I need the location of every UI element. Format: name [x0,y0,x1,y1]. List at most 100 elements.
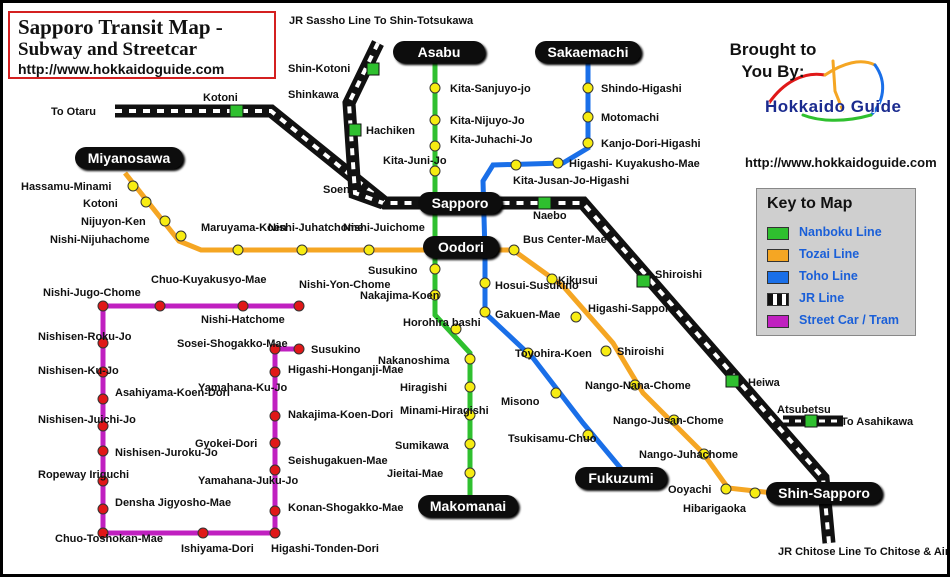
terminal-sakaemachi[interactable]: Sakaemachi [535,41,641,63]
station-dot[interactable] [600,345,612,357]
station-dot[interactable] [429,82,441,94]
station-dot[interactable] [698,448,710,460]
toho-station-label: Hosui-Susukino [495,280,579,292]
terminal-label: Makomanai [430,498,506,514]
station-dot[interactable] [232,244,244,256]
jr-to-otaru: To Otaru [51,106,96,118]
station-dot[interactable] [140,196,152,208]
station-dot[interactable] [570,311,582,323]
tram-stop[interactable] [293,300,305,312]
station-dot[interactable] [749,487,761,499]
legend-label: Tozai Line [799,247,860,261]
station-dot[interactable] [582,111,594,123]
toho-station-label: Kita-Jusan-Jo-Higashi [513,175,629,187]
tram-stop[interactable] [97,445,109,457]
station-dot[interactable] [508,244,520,256]
station-dot[interactable] [550,387,562,399]
station-dot[interactable] [429,263,441,275]
station-dot[interactable] [159,215,171,227]
legend-label: Toho Line [799,269,858,283]
tram-stop[interactable] [97,420,109,432]
tram-stop[interactable] [269,437,281,449]
terminal-oodori[interactable]: Oodori [423,236,499,258]
station-dot[interactable] [296,244,308,256]
tozai-station-label: Nishi-Juichome [343,222,425,234]
station-dot[interactable] [668,414,680,426]
station-dot[interactable] [720,483,732,495]
jr-station-marker [636,274,651,288]
tram-stop[interactable] [197,527,209,539]
map-title: Sapporo Transit Map - [18,15,223,39]
station-dot[interactable] [175,230,187,242]
station-dot[interactable] [450,323,462,335]
map-legend: Key to Map Nanboku Line Tozai Line Toho … [756,188,916,336]
tram-stop-label: Higashi-Tonden-Dori [271,543,379,555]
station-dot[interactable] [363,244,375,256]
tram-stop[interactable] [269,366,281,378]
station-dot[interactable] [429,165,441,177]
sponsor-url[interactable]: http://www.hokkaidoguide.com [745,155,937,170]
jr-station-label: Soen [323,184,350,196]
tram-stop[interactable] [237,300,249,312]
terminal-shin-sapporo[interactable]: Shin-Sapporo [766,482,882,504]
station-dot[interactable] [127,180,139,192]
tram-stop[interactable] [269,410,281,422]
tozai-station-label: Hassamu-Minami [21,181,111,193]
tram-stop[interactable] [97,393,109,405]
station-dot[interactable] [629,379,641,391]
jr-station-label: Shiroishi [655,269,702,281]
station-dot[interactable] [546,273,558,285]
tram-stop[interactable] [269,527,281,539]
tram-stop[interactable] [154,300,166,312]
station-dot[interactable] [464,353,476,365]
tram-stop-label: Nishisen-Ku-Jo [38,365,119,377]
jr-station-marker [804,414,818,428]
tram-stop[interactable] [97,527,109,539]
station-dot[interactable] [429,114,441,126]
terminal-miyanosawa[interactable]: Miyanosawa [75,147,183,169]
map-canvas: Asabu Sakaemachi Miyanosawa Sapporo Oodo… [21,15,947,558]
tozai-station-label: Ooyachi [668,484,711,496]
nanboku-station-label: Kita-Sanjuyo-jo [450,83,531,95]
jr-station-label: Kotoni [203,92,238,104]
tram-stop[interactable] [269,464,281,476]
terminal-fukuzumi[interactable]: Fukuzumi [575,467,667,489]
tram-stop-label: Nishi-Yon-Chome [299,279,390,291]
legend-swatch [767,227,789,240]
tram-stop[interactable] [97,337,109,349]
station-dot[interactable] [479,277,491,289]
station-dot[interactable] [510,159,522,171]
legend-label: JR Line [799,291,845,305]
legend-title: Key to Map [767,195,853,212]
toho-station-label: Toyohira-Koen [515,348,592,360]
terminal-sapporo[interactable]: Sapporo [418,192,502,214]
toho-station-label: Higashi- Kuyakusho-Mae [569,158,700,170]
tram-stop[interactable] [97,300,109,312]
station-dot[interactable] [429,289,441,301]
tram-stop[interactable] [97,475,109,487]
station-dot[interactable] [464,467,476,479]
map-url[interactable]: http://www.hokkaidoguide.com [18,61,225,77]
tram-stop[interactable] [293,343,305,355]
jr-to-asahikawa: To Asahikawa [841,416,914,428]
terminal-makomanai[interactable]: Makomanai [418,495,518,517]
tram-stop-label: Higashi-Honganji-Mae [288,364,404,376]
tram-stop[interactable] [97,503,109,515]
station-dot[interactable] [522,347,534,359]
station-dot[interactable] [582,429,594,441]
station-dot[interactable] [464,381,476,393]
station-dot[interactable] [464,409,476,421]
station-dot[interactable] [552,157,564,169]
tram-stop[interactable] [97,366,109,378]
station-dot[interactable] [479,306,491,318]
nanboku-station-label: Jieitai-Mae [387,468,443,480]
terminal-asabu[interactable]: Asabu [393,41,485,63]
station-dot[interactable] [429,140,441,152]
tram-stop[interactable] [269,343,281,355]
station-dot[interactable] [464,438,476,450]
station-dot[interactable] [582,82,594,94]
tram-stop[interactable] [269,505,281,517]
station-dot[interactable] [582,137,594,149]
tozai-station-label: Hibarigaoka [683,503,747,515]
